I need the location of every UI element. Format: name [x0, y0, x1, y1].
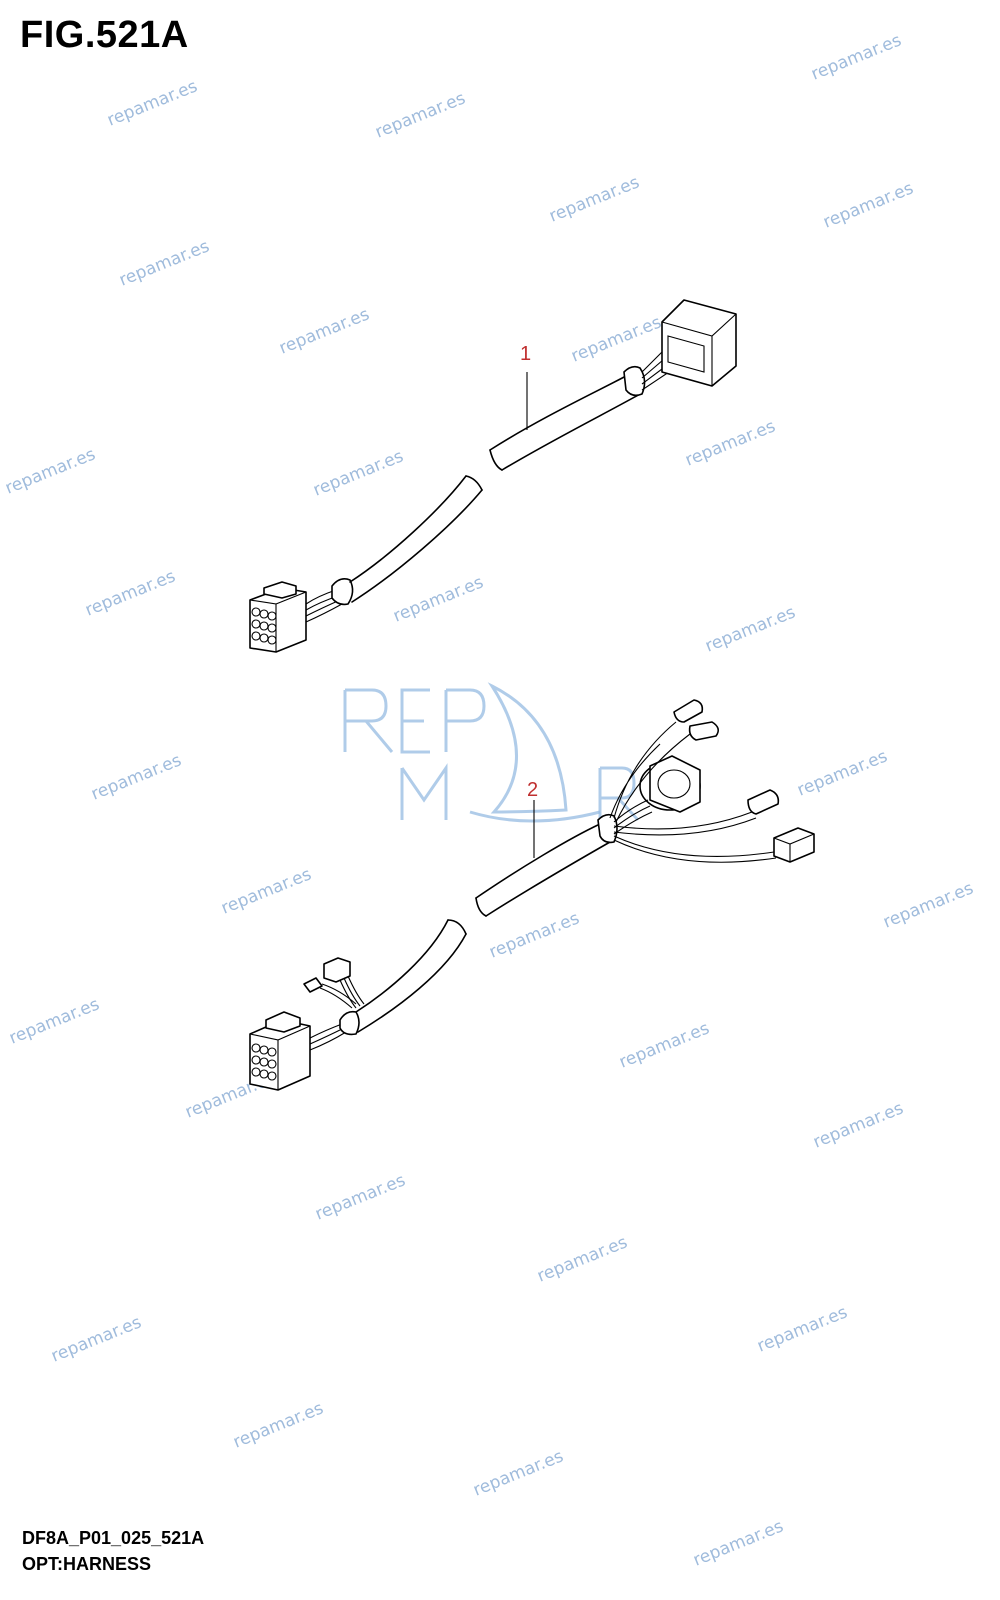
watermark: repamar.es [820, 178, 916, 232]
harness-2: 2 [249, 699, 815, 1091]
brand-logo [343, 682, 640, 823]
figure-title: FIG.521A [20, 14, 189, 56]
watermark: repamar.es [486, 908, 582, 962]
watermark: repamar.es [230, 1398, 326, 1452]
watermark: repamar.es [810, 1098, 906, 1152]
watermark: repamar.es [794, 746, 890, 800]
watermark: repamar.es [310, 446, 406, 500]
watermark: repamar.es [470, 1446, 566, 1500]
connector-2pin-upper [323, 957, 351, 983]
watermark: repamar.es [88, 750, 184, 804]
watermark: repamar.es [104, 76, 200, 130]
connector-round [639, 755, 701, 813]
watermark: repamar.es [702, 602, 798, 656]
watermark: repamar.es [218, 864, 314, 918]
callout-1: 1 [520, 343, 531, 365]
figure-caption: OPT:HARNESS [22, 1554, 152, 1574]
connector-12pin-left [249, 1011, 311, 1091]
watermark: repamar.es [276, 304, 372, 358]
watermark: repamar.es [880, 878, 976, 932]
watermark: repamar.es [568, 312, 664, 366]
watermark: repamar.es [48, 1312, 144, 1366]
watermark: repamar.es [682, 416, 778, 470]
plug-upper-2 [688, 721, 720, 741]
watermark: repamar.es [616, 1018, 712, 1072]
watermark-layer: repamar.es repamar.es repamar.es repamar… [2, 30, 976, 1570]
watermark: repamar.es [372, 88, 468, 142]
terminal-small [303, 977, 323, 993]
plug-right [747, 789, 780, 815]
watermark: repamar.es [690, 1516, 786, 1570]
callout-2: 2 [527, 779, 538, 801]
watermark: repamar.es [82, 566, 178, 620]
watermark: repamar.es [534, 1232, 630, 1286]
watermark: repamar.es [116, 236, 212, 290]
connector-2pin-right [773, 827, 815, 863]
watermark: repamar.es [390, 572, 486, 626]
connector-right-housing [661, 299, 737, 387]
harness-1: 1 [249, 299, 737, 653]
watermark: repamar.es [6, 994, 102, 1048]
connector-12pin-left [249, 581, 307, 653]
watermark: repamar.es [808, 30, 904, 84]
watermark: repamar.es [2, 444, 98, 498]
drawing-code: DF8A_P01_025_521A [22, 1528, 205, 1548]
watermark: repamar.es [754, 1302, 850, 1356]
watermark: repamar.es [312, 1170, 408, 1224]
watermark: repamar.es [546, 172, 642, 226]
plug-upper-1 [673, 699, 704, 723]
